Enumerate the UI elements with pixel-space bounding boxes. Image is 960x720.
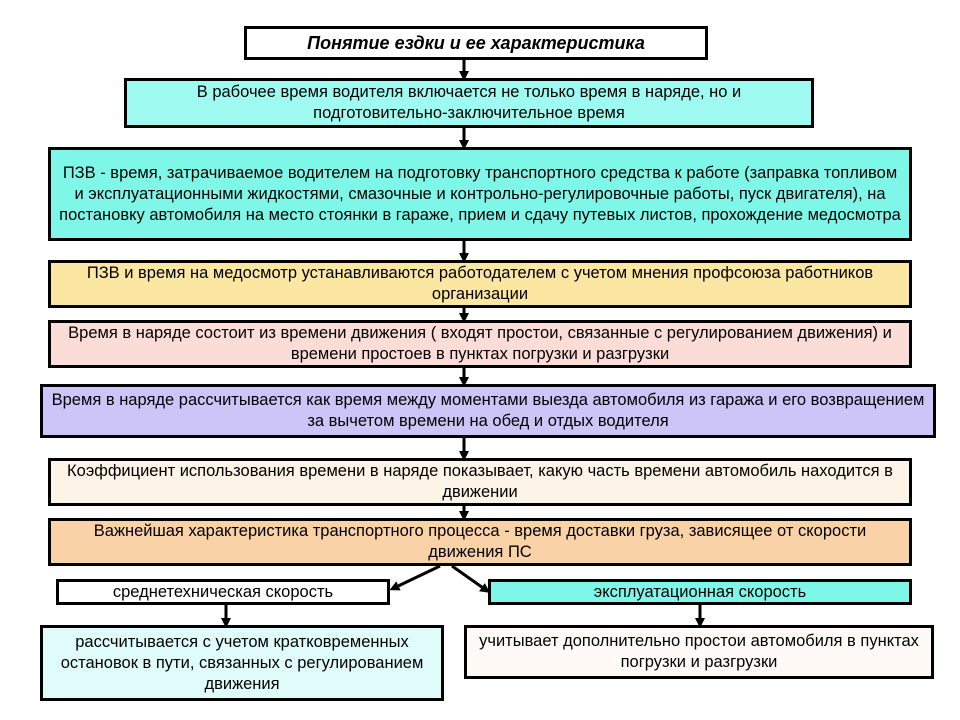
node-technical-speed: среднетехническая скорость [56, 579, 390, 605]
node-operational-speed-note: учитывает дополнительно простои автомоби… [464, 625, 934, 679]
node-working-time: В рабочее время водителя включается не т… [124, 78, 814, 128]
node-utilization-coefficient: Коэффициент использования времени в наря… [48, 458, 912, 506]
diagram-title: Понятие ездки и ее характеристика [244, 26, 708, 60]
node-technical-speed-note: рассчитывается с учетом кратковременных … [40, 625, 444, 701]
node-pzv-setting: ПЗВ и время на медосмотр устанавливаются… [48, 260, 912, 308]
node-pzv-definition: ПЗВ - время, затрачиваемое водителем на … [48, 147, 912, 241]
node-duty-time-composition: Время в наряде состоит из времени движен… [48, 320, 912, 368]
node-duty-time-calculation: Время в наряде рассчитывается как время … [40, 384, 936, 438]
node-key-characteristic: Важнейшая характеристика транспортного п… [48, 518, 912, 566]
node-operational-speed: эксплуатационная скорость [488, 579, 912, 605]
arrow-key-to-operational-speed [451, 564, 491, 593]
arrow-key-to-technical-speed [389, 564, 441, 591]
